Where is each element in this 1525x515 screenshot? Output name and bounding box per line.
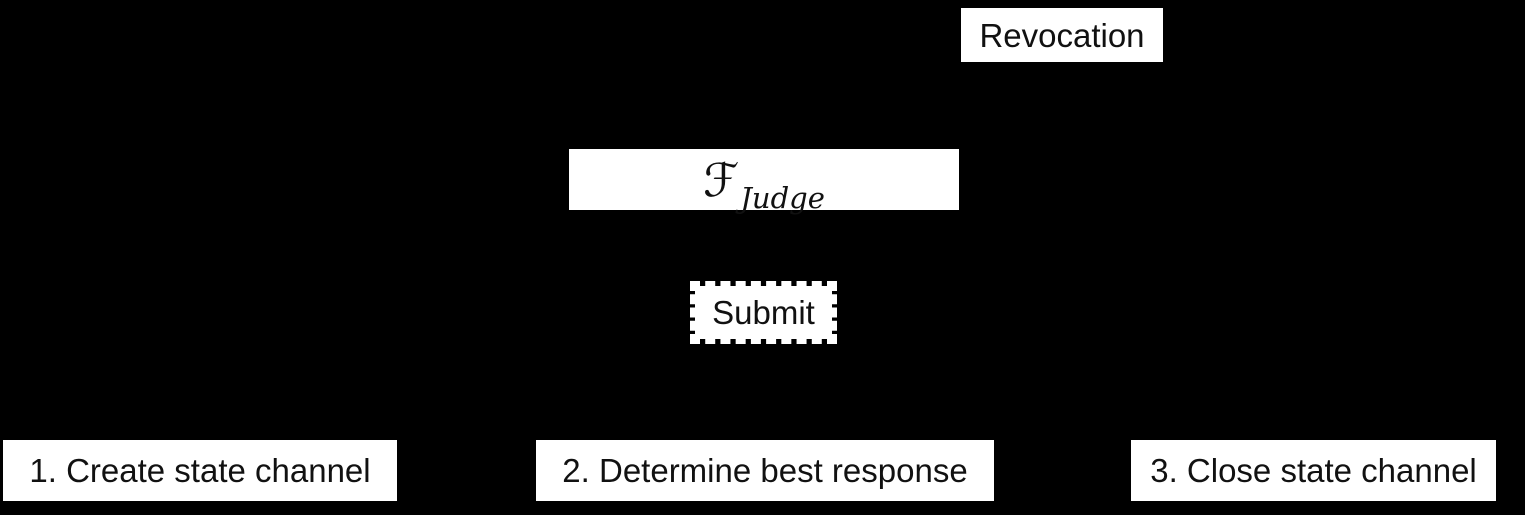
step-3-close-channel-box: 3. Close state channel [1131, 440, 1496, 501]
step-1-create-channel-box: 1. Create state channel [3, 440, 397, 501]
submit-box: Submit [690, 281, 837, 344]
judge-subscript: Judge [740, 180, 825, 215]
step-3-label: 3. Close state channel [1150, 452, 1477, 489]
step-2-determine-response-box: 2. Determine best response [536, 440, 994, 501]
script-f-symbol: ℱ [703, 152, 740, 207]
submit-label: Submit [712, 294, 815, 331]
judge-functionality-box: ℱ Judge [569, 149, 959, 213]
judge-math-label: ℱ Judge [703, 152, 825, 213]
step-2-label: 2. Determine best response [562, 452, 968, 489]
step-1-label: 1. Create state channel [29, 452, 371, 489]
revocation-box: Revocation [961, 8, 1163, 62]
revocation-label: Revocation [979, 16, 1145, 54]
